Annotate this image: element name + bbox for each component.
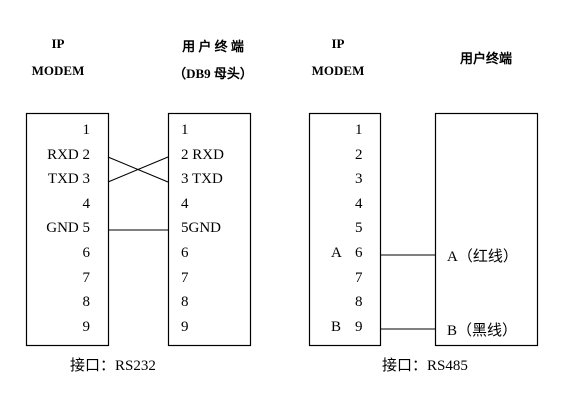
rs232-right-pin-2: 2 RXD: [181, 147, 224, 163]
rs485-left-pin-1: 1: [355, 122, 363, 138]
rs485-right-label-b: B（黑线）: [447, 323, 518, 339]
rs232-right-pin-1: 1: [181, 122, 189, 138]
rs485-left-pin-5: 5: [355, 220, 363, 236]
rs485-left-pin-8: 8: [355, 294, 363, 310]
rs485-left-pin-3: 3: [355, 171, 363, 187]
rs232-right-header-line2: （DB9 母头）: [173, 66, 253, 81]
rs485-left-header-line1: IP: [331, 36, 345, 51]
rs485-right-header: 用户终端: [459, 51, 512, 66]
rs232-right-header-line1: 用 户 终 端: [182, 39, 244, 54]
rs232-right-pin-6: 6: [181, 245, 189, 261]
rs232-right-pin-4: 4: [181, 196, 189, 212]
rs485-left-pin-4: 4: [355, 196, 363, 212]
rs485-left-pin-7: 7: [355, 270, 363, 286]
rs232-modem-box: [25, 112, 110, 347]
rs485-caption: 接口：RS485: [382, 358, 468, 374]
rs232-right-pin-9: 9: [181, 319, 189, 335]
rs232-left-pin-3: TXD 3: [47, 171, 90, 187]
rs232-left-pin-8: 8: [82, 294, 91, 310]
rs232-left-pin-6: 6: [82, 245, 91, 261]
rs232-caption: 接口：RS232: [70, 358, 156, 374]
rs485-left-pin-2: 2: [355, 147, 363, 163]
rs485-left-header-line2: MODEM: [311, 63, 365, 78]
rs232-left-pin-9: 9: [82, 319, 91, 335]
rs232-left-pin-2: RXD 2: [47, 147, 90, 163]
rs485-left-label-a: A: [331, 245, 342, 261]
rs232-terminal-box: [167, 112, 252, 347]
rs232-right-pin-8: 8: [181, 294, 189, 310]
rs232-left-pin-4: 4: [82, 196, 91, 212]
rs232-left-pin-5: GND 5: [46, 220, 90, 236]
rs485-left-pin-9: 9: [355, 319, 363, 335]
rs485-left-pin-6: 6: [355, 245, 363, 261]
rs232-right-pin-5: 5GND: [181, 220, 221, 236]
rs232-left-header-line2: MODEM: [31, 63, 85, 78]
rs485-right-label-a: A（红线）: [447, 249, 518, 265]
rs232-left-header-line1: IP: [51, 36, 65, 51]
rs232-left-pin-1: 1: [82, 122, 91, 138]
rs485-modem-box: [308, 112, 382, 347]
rs232-right-pin-7: 7: [181, 270, 189, 286]
rs485-terminal-box: [434, 112, 539, 347]
rs232-wire-txd-to-rxd: [107, 156, 169, 183]
rs485-left-label-b: B: [331, 319, 342, 335]
rs232-right-pin-3: 3 TXD: [181, 171, 223, 187]
rs232-left-pin-7: 7: [82, 270, 91, 286]
